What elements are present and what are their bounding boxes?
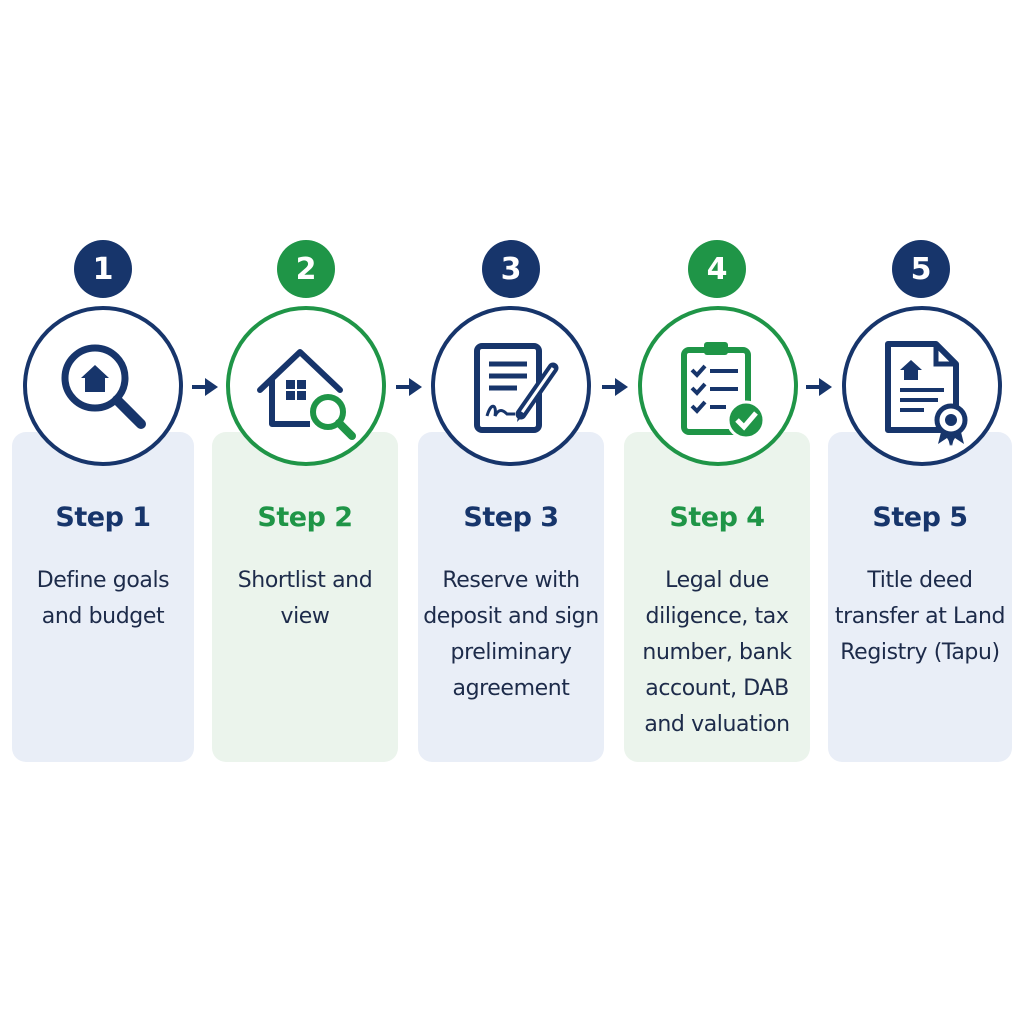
step-description: Legal due diligence, tax number, bank ac… [642,568,792,737]
step-number-badge: 5 [892,240,950,298]
home-search-icon [61,344,146,429]
house-magnifier-icon [257,349,356,440]
step-number-badge: 1 [74,240,132,298]
step-title: Step 5 [872,502,968,533]
step-description: Reserve with deposit and sign preliminar… [423,568,599,701]
step-title: Step 2 [257,502,353,533]
step-icon-ring [226,306,386,466]
step-card [828,432,1012,762]
step-number-badge: 2 [277,240,335,298]
arrow-right-icon [396,378,422,396]
step-description: Title deed transfer at Land Registry (Ta… [834,568,1006,665]
step-title: Step 4 [669,502,765,533]
step-title: Step 1 [55,502,151,533]
step-icon-ring [431,306,591,466]
step-number-badge: 4 [688,240,746,298]
step-icon-ring [638,306,798,466]
step-title: Step 3 [463,502,559,533]
checklist-clipboard-icon [681,342,766,440]
step-description: Shortlist and view [237,568,373,629]
step-description: Define goals and budget [36,568,170,629]
step-card [624,432,810,762]
arrow-right-icon [806,378,832,396]
step-card [418,432,604,762]
arrow-right-icon [192,378,218,396]
step-icon-ring [842,306,1002,466]
title-deed-icon [885,341,968,446]
step-card [212,432,398,762]
signed-document-icon [474,343,559,433]
step-card [12,432,194,762]
step-number-badge: 3 [482,240,540,298]
step-icon-ring [23,306,183,466]
arrow-right-icon [602,378,628,396]
